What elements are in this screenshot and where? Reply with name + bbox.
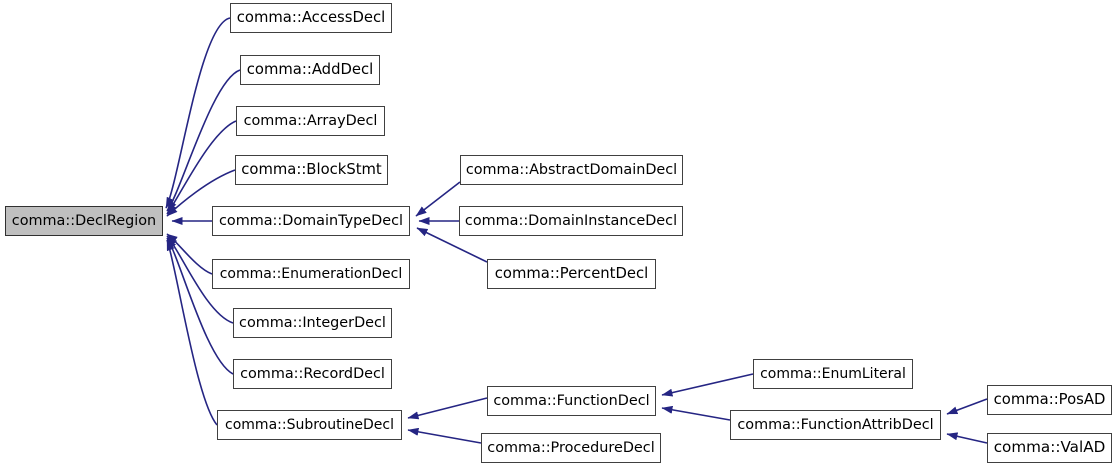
class-node-enumliteral[interactable]: comma::EnumLiteral (753, 359, 913, 389)
inheritance-edge (946, 398, 988, 415)
inheritance-edge (166, 233, 213, 275)
inheritance-edge (166, 120, 237, 215)
class-node-functionattribdecl[interactable]: comma::FunctionAttribDecl (730, 410, 941, 440)
inheritance-edge (661, 405, 731, 421)
class-node-label: comma::EnumLiteral (760, 366, 906, 382)
class-node-integerdecl[interactable]: comma::IntegerDecl (233, 308, 392, 338)
class-node-label: comma::AddDecl (246, 60, 374, 78)
class-node-label: comma::FunctionAttribDecl (737, 416, 934, 433)
inheritance-edge (661, 373, 754, 397)
class-node-label: comma::RecordDecl (240, 365, 385, 382)
class-node-label: comma::AbstractDomainDecl (465, 161, 678, 178)
class-node-adddecl[interactable]: comma::AddDecl (240, 55, 380, 85)
class-node-blockstmt[interactable]: comma::BlockStmt (235, 155, 388, 185)
class-node-label: comma::SubroutineDecl (225, 417, 394, 433)
class-node-proceduredecl[interactable]: comma::ProcedureDecl (481, 433, 661, 463)
inheritance-edge (946, 432, 988, 444)
class-node-label: comma::IntegerDecl (239, 314, 386, 331)
class-node-enumerationdecl[interactable]: comma::EnumerationDecl (212, 259, 410, 289)
class-node-posad[interactable]: comma::PosAD (987, 385, 1112, 415)
class-node-label: comma::DeclRegion (11, 212, 157, 229)
class-node-arraydecl[interactable]: comma::ArrayDecl (236, 106, 385, 136)
class-node-label: comma::BlockStmt (241, 160, 382, 178)
class-node-functiondecl[interactable]: comma::FunctionDecl (487, 386, 656, 416)
class-node-label: comma::PercentDecl (494, 264, 649, 282)
class-node-accessdecl[interactable]: comma::AccessDecl (230, 3, 392, 33)
inheritance-edge (166, 239, 218, 426)
inheritance-edge (407, 427, 482, 444)
class-node-label: comma::ArrayDecl (243, 112, 378, 129)
class-node-label: comma::PosAD (993, 390, 1106, 408)
class-node-label: comma::DomainInstanceDecl (464, 212, 678, 229)
class-node-label: comma::AccessDecl (236, 8, 386, 26)
class-node-valad[interactable]: comma::ValAD (987, 433, 1112, 463)
class-node-subroutinedecl[interactable]: comma::SubroutineDecl (217, 410, 402, 440)
class-node-recorddecl[interactable]: comma::RecordDecl (233, 359, 392, 389)
class-node-domaininstancedecl[interactable]: comma::DomainInstanceDecl (459, 206, 683, 236)
inheritance-edge (166, 69, 241, 212)
class-node-domaintypedecl[interactable]: comma::DomainTypeDecl (212, 206, 410, 236)
class-node-percentdecl[interactable]: comma::PercentDecl (487, 259, 656, 289)
class-node-declregion[interactable]: comma::DeclRegion (5, 206, 163, 236)
class-node-label: comma::FunctionDecl (493, 392, 650, 409)
inheritance-edge (415, 181, 461, 217)
class-node-label: comma::DomainTypeDecl (218, 212, 403, 229)
inheritance-edge (165, 17, 231, 209)
inheritance-edge (407, 397, 488, 420)
class-node-label: comma::ValAD (993, 438, 1106, 457)
class-node-label: comma::EnumerationDecl (219, 266, 403, 282)
class-node-abstractdomaindecl[interactable]: comma::AbstractDomainDecl (460, 155, 683, 185)
class-node-label: comma::ProcedureDecl (487, 439, 655, 456)
